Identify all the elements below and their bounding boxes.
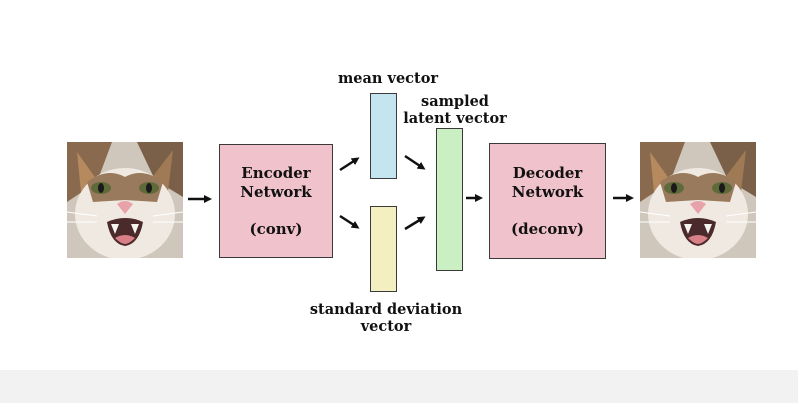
- std-vector-label-line2: vector: [360, 318, 412, 335]
- std-vector-label-line1: standard deviation: [309, 301, 463, 318]
- encoder-line2: Network: [240, 182, 312, 201]
- decoder-network-box: Decoder Network (deconv): [489, 143, 606, 259]
- input-cat-image: [67, 142, 183, 258]
- std-vector-bar: [370, 206, 397, 292]
- arrow-std-to-latent: [404, 216, 426, 231]
- cat-photo-icon: [640, 142, 756, 258]
- latent-vector-label-line2: latent vector: [403, 110, 507, 127]
- latent-vector-label-line1: sampled: [421, 93, 489, 110]
- latent-vector-bar: [436, 128, 463, 271]
- encoder-line1: Encoder: [241, 163, 311, 182]
- latent-vector-label: sampled latent vector: [395, 93, 515, 127]
- mean-vector-bar: [370, 93, 397, 179]
- std-vector-label: standard deviation vector: [296, 301, 476, 335]
- output-cat-image: [640, 142, 756, 258]
- cat-photo-icon: [67, 142, 183, 258]
- arrow-encoder-to-std: [339, 214, 360, 229]
- decoder-line1: Decoder: [512, 163, 583, 182]
- decoder-line3: (deconv): [511, 219, 584, 238]
- arrow-encoder-to-mean: [339, 157, 360, 172]
- mean-vector-label: mean vector: [337, 70, 439, 87]
- arrow-mean-to-latent: [404, 154, 426, 170]
- bottom-band: [0, 370, 798, 403]
- decoder-line2: Network: [511, 182, 584, 201]
- encoder-network-box: Encoder Network (conv): [219, 144, 333, 258]
- encoder-line3: (conv): [249, 219, 303, 238]
